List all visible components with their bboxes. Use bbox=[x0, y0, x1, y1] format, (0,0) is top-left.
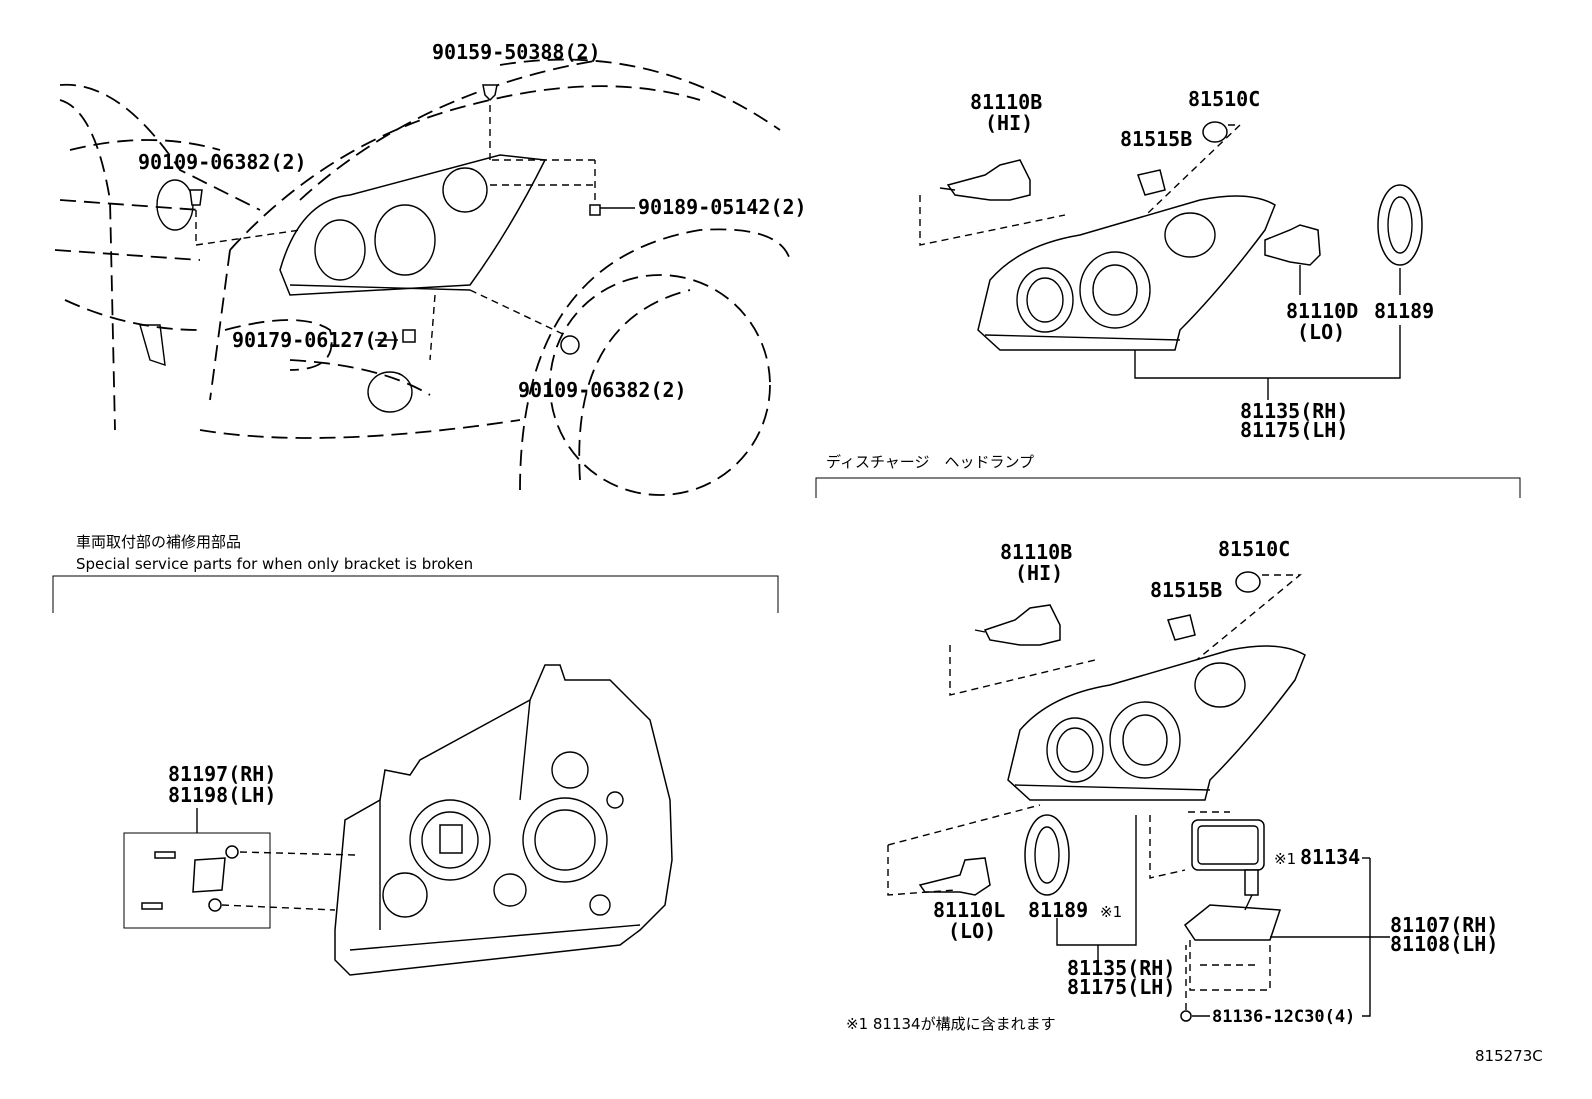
footnote: ※1 81134が構成に含まれます bbox=[846, 1015, 1056, 1033]
discharge-section-title: ディスチャージ ヘッドランプ bbox=[826, 453, 1034, 471]
label-nut-90179: 90179-06127(2) bbox=[232, 328, 401, 352]
headlamp-halogen-illustration bbox=[919, 121, 1423, 400]
label-cover-bottom: 81189 bbox=[1028, 898, 1088, 922]
headlamp-rear-illustration bbox=[334, 664, 673, 976]
label-lo-bulb-bottom-sub: (LO) bbox=[948, 919, 996, 943]
label-bolt-90109-upper: 90109-06382(2) bbox=[138, 150, 307, 174]
label-ballast-screw: 81136-12C30(4) bbox=[1212, 1007, 1355, 1027]
bracket-section-frame bbox=[52, 575, 779, 613]
label-lo-bulb-top: 81110D bbox=[1286, 299, 1358, 323]
label-bracket-kit-lh: 81198(LH) bbox=[168, 783, 276, 807]
discharge-section-frame bbox=[815, 477, 1521, 498]
bracket-kit-illustration bbox=[141, 845, 356, 912]
label-cover-bottom-mark: ※1 bbox=[1100, 903, 1122, 921]
label-small-bulb-bottom: 81510C bbox=[1218, 537, 1290, 561]
label-bolt-90109-lower: 90109-06382(2) bbox=[518, 378, 687, 402]
label-hi-bulb-top-sub: (HI) bbox=[985, 111, 1033, 135]
label-lo-bulb-top-sub: (LO) bbox=[1297, 320, 1345, 344]
diagram-code: 815273C bbox=[1475, 1047, 1543, 1065]
vehicle-front-illustration bbox=[54, 58, 791, 496]
label-lo-bulb-bottom: 81110L bbox=[933, 898, 1005, 922]
label-small-bulb-top: 81510C bbox=[1188, 87, 1260, 111]
label-gasket: 81134 bbox=[1300, 845, 1360, 869]
bracket-section-title-jp: 車両取付部の補修用部品 bbox=[76, 533, 241, 551]
label-bolt-90159: 90159-50388(2) bbox=[432, 40, 601, 64]
label-assembly-lh-top: 81175(LH) bbox=[1240, 418, 1348, 442]
label-hi-bulb-bottom-sub: (HI) bbox=[1015, 561, 1063, 585]
label-clip-90189: 90189-05142(2) bbox=[638, 195, 807, 219]
label-cover-top: 81189 bbox=[1374, 299, 1434, 323]
label-assembly-rh-top: 81135(RH) bbox=[1240, 399, 1348, 423]
label-hi-bulb-bottom: 81110B bbox=[1000, 540, 1072, 564]
bracket-section-title-en: Special service parts for when only brac… bbox=[76, 555, 473, 573]
label-ballast-rh: 81107(RH) bbox=[1390, 913, 1498, 937]
label-ballast-lh: 81108(LH) bbox=[1390, 932, 1498, 956]
label-socket-bottom: 81515B bbox=[1150, 578, 1222, 602]
label-socket-top: 81515B bbox=[1120, 127, 1192, 151]
label-bracket-kit-rh: 81197(RH) bbox=[168, 762, 276, 786]
headlamp-discharge-illustration bbox=[887, 571, 1390, 1022]
label-gasket-mark: ※1 bbox=[1274, 850, 1296, 868]
label-assembly-lh-bottom: 81175(LH) bbox=[1067, 975, 1175, 999]
label-assembly-rh-bottom: 81135(RH) bbox=[1067, 956, 1175, 980]
label-hi-bulb-top: 81110B bbox=[970, 90, 1042, 114]
